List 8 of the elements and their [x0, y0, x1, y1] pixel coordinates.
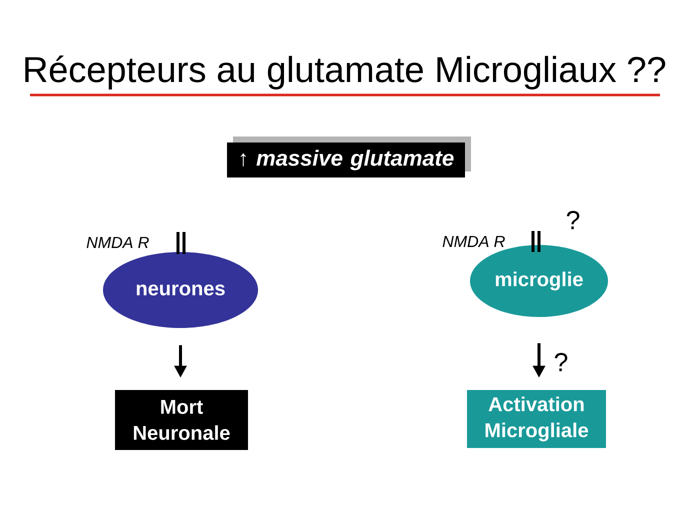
outcome-box: Mort Neuronale [115, 390, 248, 450]
title: Récepteurs au glutamate Microgliaux ?? [25, 56, 666, 90]
receptor-label: NMDA R [442, 236, 505, 247]
receptor-label: NMDA R [86, 236, 149, 248]
question-mark: ? [566, 210, 580, 230]
outcome-box: Activation Microgliale [467, 390, 606, 448]
edge-label: ? [552, 352, 570, 372]
highlight-box: ↑ massive glutamate [227, 136, 471, 178]
